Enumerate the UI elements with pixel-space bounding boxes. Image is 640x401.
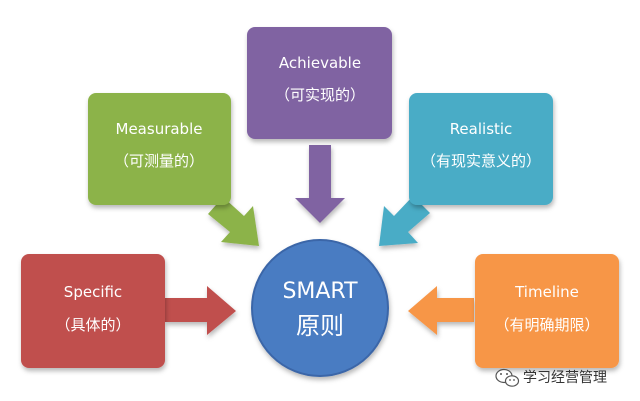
realistic-desc: （有现实意义的） bbox=[421, 152, 541, 170]
specific-label: Specific bbox=[64, 283, 122, 301]
wechat-icon bbox=[495, 368, 520, 387]
box-achievable: Achievable （可实现的） bbox=[247, 27, 392, 139]
arrow-timeline bbox=[408, 286, 474, 335]
watermark-text: 学习经营管理 bbox=[523, 370, 607, 386]
measurable-desc: （可测量的） bbox=[114, 152, 204, 170]
arrow-realistic bbox=[379, 196, 430, 246]
center-subtitle: 原则 bbox=[296, 312, 344, 340]
box-realistic: Realistic （有现实意义的） bbox=[409, 93, 553, 205]
arrow-measurable bbox=[208, 197, 259, 246]
watermark: 学习经营管理 bbox=[495, 368, 607, 387]
center-node: SMART 原则 bbox=[251, 239, 389, 377]
center-title: SMART bbox=[282, 279, 358, 304]
arrow-achievable bbox=[295, 145, 345, 223]
timeline-desc: （有明确期限） bbox=[494, 316, 599, 334]
realistic-label: Realistic bbox=[450, 120, 513, 138]
achievable-label: Achievable bbox=[279, 54, 361, 72]
box-timeline: Timeline （有明确期限） bbox=[475, 254, 619, 368]
achievable-desc: （可实现的） bbox=[275, 86, 365, 104]
box-measurable: Measurable （可测量的） bbox=[88, 93, 231, 205]
measurable-label: Measurable bbox=[116, 120, 203, 138]
timeline-label: Timeline bbox=[514, 283, 579, 301]
specific-desc: （具体的） bbox=[55, 316, 130, 334]
arrow-specific bbox=[165, 286, 236, 335]
box-specific: Specific （具体的） bbox=[21, 254, 165, 368]
